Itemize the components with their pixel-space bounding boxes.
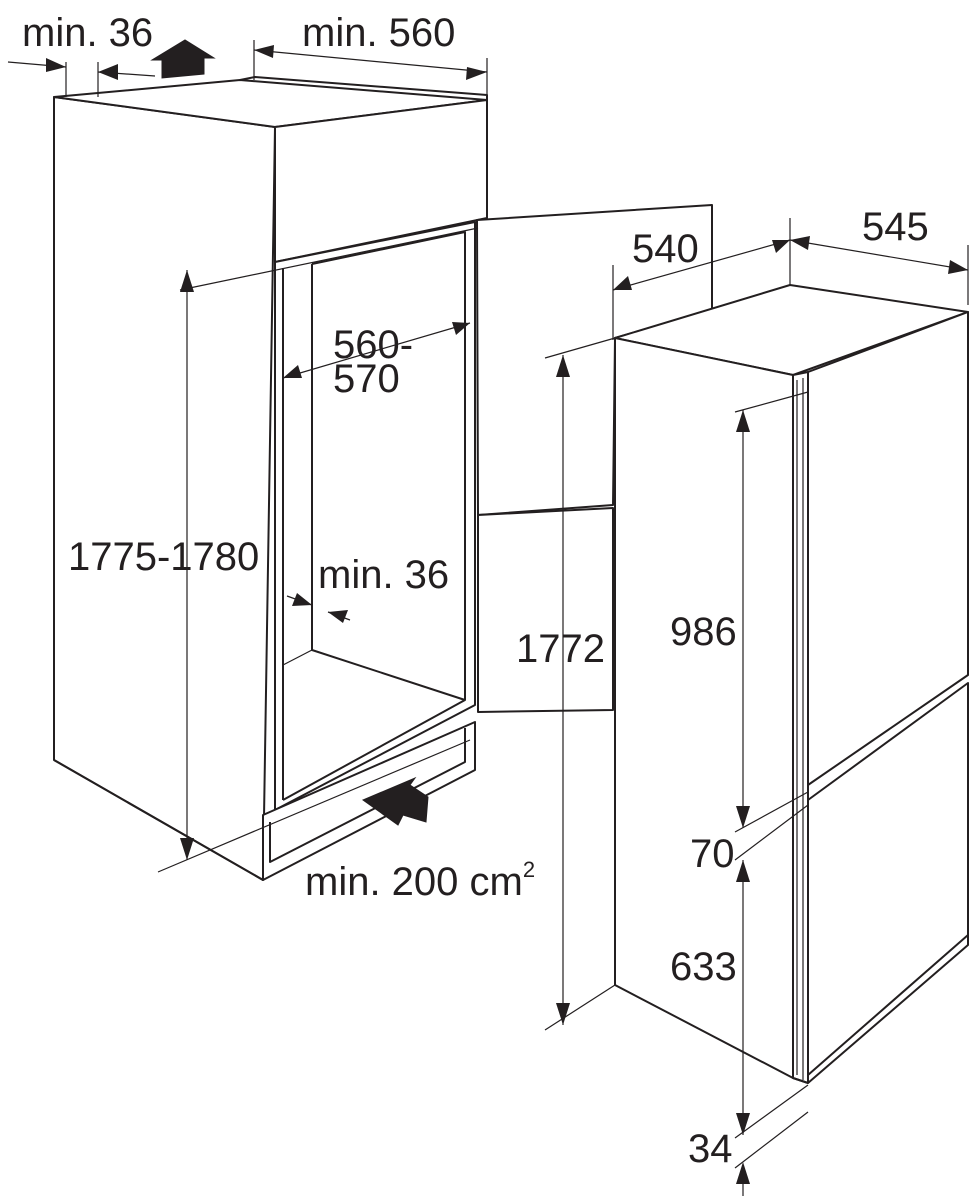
cabinet [53, 76, 713, 881]
label-appliance-depth: 540 [632, 227, 699, 271]
label-appliance-height: 1772 [516, 627, 605, 671]
label-lower-door: 633 [670, 945, 737, 989]
cabinet-left-side [53, 96, 276, 881]
air-out-arrow-icon [150, 39, 216, 79]
label-niche-width-2: 570 [333, 357, 400, 401]
label-side-gap: min. 36 [318, 553, 449, 597]
cabinet-right-side [274, 99, 488, 263]
dimension-lines [7, 39, 969, 1196]
cabinet-niche [274, 221, 476, 811]
label-vent-area: min. 200 cm2 [305, 857, 535, 904]
dimension-labels: min. 36 min. 560 560- 570 1775-1780 min.… [22, 11, 929, 1171]
label-plinth: 34 [688, 1127, 733, 1171]
label-door-gap: 70 [690, 832, 735, 876]
cabinet-door-lower [477, 507, 614, 713]
air-in-arrow-icon [361, 776, 429, 826]
appliance [614, 284, 969, 1084]
appliance-upper-door [807, 311, 969, 786]
label-upper-door: 986 [670, 610, 737, 654]
label-niche-height: 1775-1780 [68, 535, 259, 579]
label-cabinet-rear-gap: min. 36 [22, 11, 153, 55]
label-niche-width: 560- [333, 323, 413, 367]
label-appliance-width: 545 [862, 205, 929, 249]
appliance-front-strip [792, 371, 809, 1084]
label-cabinet-width: min. 560 [302, 11, 455, 55]
